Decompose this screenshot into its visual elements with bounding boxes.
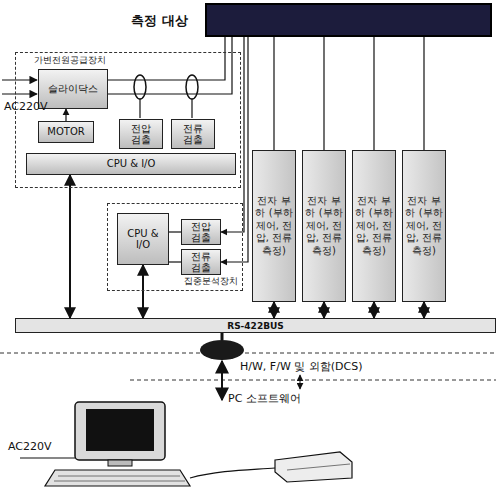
electronic-load-box: 전자 부하 (부하 제어, 전압, 전류 측정): [302, 150, 346, 302]
node-label: MOTOR: [47, 126, 84, 138]
current-detect-box: 전류 검출: [171, 119, 215, 149]
bus-band: RS-422BUS: [15, 318, 496, 333]
power-label: AC220V: [4, 100, 48, 113]
connector: [423, 37, 424, 150]
connector: [323, 302, 325, 318]
node-label: CPU & I/O: [107, 158, 156, 170]
connector: [108, 37, 232, 94]
separator: [130, 380, 496, 381]
current-transformer: [186, 75, 198, 99]
connector: [373, 37, 374, 150]
electronic-load-box: 전자 부하 (부하 제어, 전압, 전류 측정): [402, 150, 446, 302]
connector: [221, 37, 248, 262]
bus-link: [221, 333, 224, 340]
voltage-detect-box: 전압 검출: [181, 219, 221, 245]
node-label: 측정 대상: [131, 12, 188, 30]
analyzer-region: 집중분석장치 CPU & I/O 전압 검출전류 검출: [107, 203, 243, 291]
region-title: 집중분석장치: [184, 275, 238, 288]
electronic-load-box: 전자 부하 (부하 제어, 전압, 전류 측정): [352, 150, 396, 302]
node-label: 슬라이닥스: [48, 83, 98, 95]
node-label: 전압 검출: [184, 221, 218, 244]
connector: [169, 261, 181, 262]
power-supply-region: 가변전원공급장치슬라이닥스 MOTOR 전압 검출 전류 검출 CPU & I/O: [15, 52, 241, 188]
power-cord: [20, 457, 75, 458]
connector: [169, 231, 181, 232]
node-label: RS-422BUS: [227, 321, 284, 331]
region-title: 가변전원공급장치: [34, 54, 106, 67]
current-detect-box: 전류 검출: [181, 249, 221, 275]
sensor-lead: [191, 99, 192, 118]
node-label: 전자 부하 (부하 제어, 전압, 전류 측정): [255, 195, 293, 258]
connector: [273, 302, 275, 318]
printer: [275, 452, 352, 482]
separator: [0, 353, 496, 354]
layer-arrow: [300, 375, 301, 389]
connector: [273, 37, 274, 150]
node-label: 전류 검출: [174, 123, 212, 146]
node-label: 전자 부하 (부하 제어, 전압, 전류 측정): [405, 195, 443, 258]
sensor-lead: [139, 99, 140, 118]
node-label: CPU & I/O: [120, 228, 166, 251]
node-label: 전자 부하 (부하 제어, 전압, 전류 측정): [305, 195, 343, 258]
node-label: 전류 검출: [184, 251, 218, 274]
power-label: AC220V: [8, 440, 52, 453]
connector: [69, 175, 71, 318]
ac-input-wire: [2, 79, 37, 80]
voltage-detect-box: 전압 검출: [119, 119, 163, 149]
pc-link: [221, 361, 223, 400]
motor-box: MOTOR: [38, 121, 94, 143]
measurement-target: 측정 대상: [205, 3, 492, 37]
cpu-io-box: CPU & I/O: [26, 153, 236, 175]
dcs-interface: [200, 340, 244, 360]
printer-cable: [190, 468, 275, 478]
connector: [65, 109, 66, 121]
cpu-io-box: CPU & I/O: [117, 213, 169, 265]
layer-label: PC 소프트웨어: [228, 391, 301, 406]
ac-input-wire: [2, 93, 37, 94]
computer: [45, 402, 190, 486]
node-label: 전압 검출: [122, 123, 160, 146]
connector: [373, 302, 375, 318]
node-label: 전자 부하 (부하 제어, 전압, 전류 측정): [355, 195, 393, 258]
connector: [423, 302, 425, 318]
connector: [142, 265, 144, 318]
electronic-load-box: 전자 부하 (부하 제어, 전압, 전류 측정): [252, 150, 296, 302]
layer-label: H/W, F/W 및 외함(DCS): [240, 359, 362, 374]
connector: [323, 37, 324, 150]
current-transformer: [134, 75, 146, 99]
slidacs-box: 슬라이닥스: [38, 69, 108, 109]
